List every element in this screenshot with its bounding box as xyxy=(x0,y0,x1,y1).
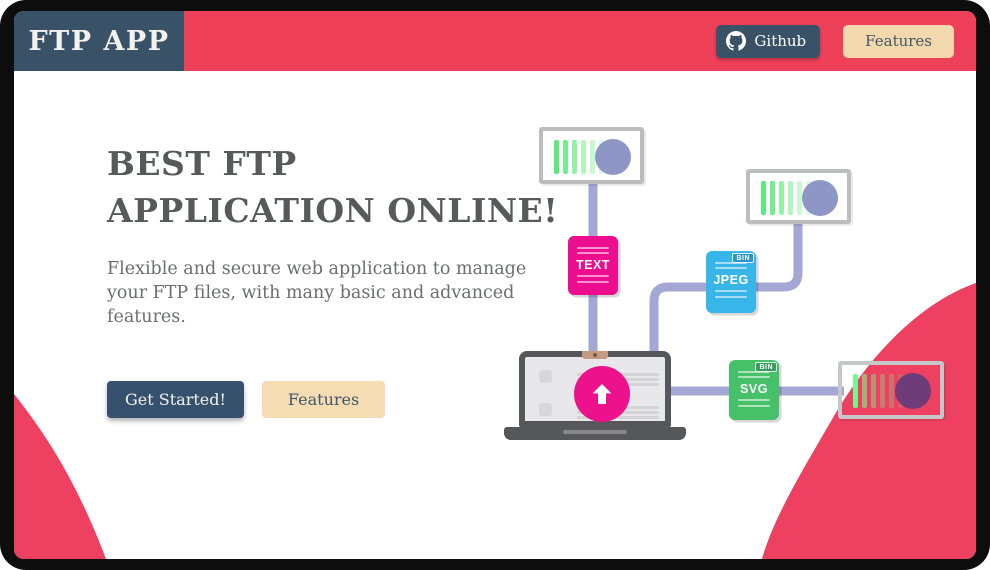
header: FTP APP Github Features xyxy=(14,11,976,71)
nav-features-button[interactable]: Features xyxy=(843,24,954,58)
hero-section: BEST FTP APPLICATION ONLINE! Flexible an… xyxy=(107,141,562,419)
bottom-left-blob xyxy=(14,394,106,559)
page-title: BEST FTP APPLICATION ONLINE! xyxy=(107,144,559,230)
app-window: FTP APP Github Features BEST FTP APPLICA… xyxy=(14,11,976,559)
navbar: Github Features xyxy=(184,11,976,71)
get-started-button[interactable]: Get Started! xyxy=(107,381,244,419)
hero-features-button[interactable]: Features xyxy=(261,381,386,419)
logo: FTP APP xyxy=(14,11,184,71)
github-octocat-icon xyxy=(726,31,747,51)
background-art xyxy=(14,179,976,559)
bottom-right-blob xyxy=(762,283,976,559)
hero-description: Flexible and secure web application to m… xyxy=(107,258,527,327)
github-button-label: Github xyxy=(754,32,807,50)
cta-row: Get Started! Features xyxy=(107,381,562,419)
connector-line-right xyxy=(649,216,844,396)
github-button[interactable]: Github xyxy=(716,24,821,58)
